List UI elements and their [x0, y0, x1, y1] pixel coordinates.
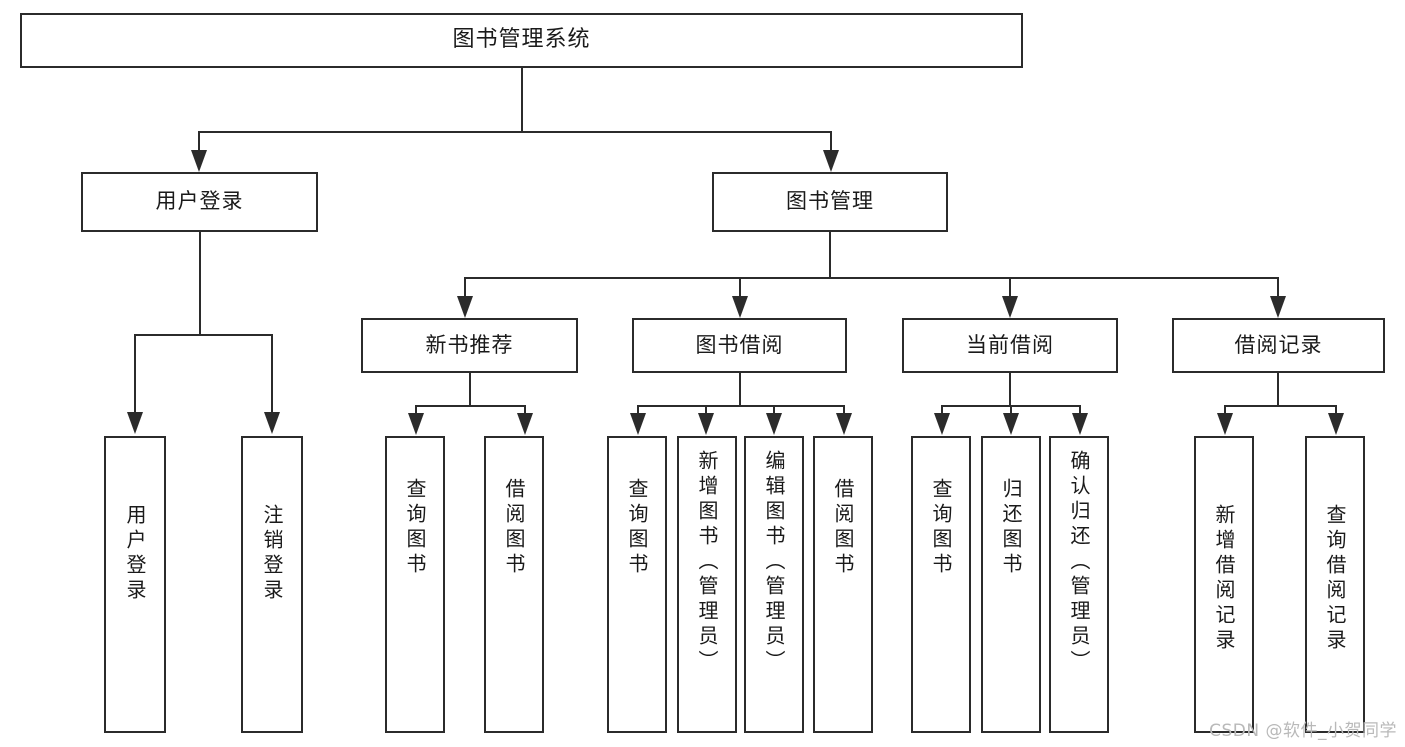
connector-root-bar [198, 131, 832, 133]
leaf-label: 注销登录 [260, 504, 284, 604]
connector-book-management-bar [464, 277, 1278, 279]
arrow-br-to-leaf-1 [1217, 413, 1233, 435]
arrow-bm-to-book-borrow [732, 296, 748, 318]
leaf-label: 借阅图书 [831, 478, 855, 578]
arrow-cb-to-leaf-3 [1072, 413, 1088, 435]
connector-cb-to-leaf-1 [941, 405, 943, 417]
arrow-bb-to-leaf-3 [766, 413, 782, 435]
arrow-bb-to-leaf-2 [698, 413, 714, 435]
node-borrow-record[interactable]: 借阅记录 [1172, 318, 1385, 373]
connector-bm-to-new-book [464, 277, 466, 299]
connector-root-to-book-management [830, 131, 832, 153]
leaf-borrow-record-1[interactable]: 新增借阅记录 [1194, 436, 1254, 733]
connector-root-to-user-login [198, 131, 200, 153]
leaf-user-login-1[interactable]: 用户登录 [104, 436, 166, 733]
connector-book-borrow-bar [637, 405, 845, 407]
connector-bm-to-current-borrow [1009, 277, 1011, 299]
node-book-management[interactable]: 图书管理 [712, 172, 948, 232]
connector-new-book-bar [415, 405, 526, 407]
leaf-current-borrow-3[interactable]: 确认归还（管理员） [1049, 436, 1109, 733]
connector-book-management-stem [829, 232, 831, 278]
arrow-bb-to-leaf-4 [836, 413, 852, 435]
leaf-label: 用户登录 [123, 504, 147, 604]
connector-current-borrow-stem [1009, 373, 1011, 406]
node-current-borrow[interactable]: 当前借阅 [902, 318, 1118, 373]
arrow-bm-to-current-borrow [1002, 296, 1018, 318]
connector-borrow-record-stem [1277, 373, 1279, 406]
leaf-book-borrow-2[interactable]: 新增图书（管理员） [677, 436, 737, 733]
leaf-label: 借阅图书 [502, 478, 526, 578]
connector-bb-to-leaf-2 [705, 405, 707, 417]
leaf-new-book-2[interactable]: 借阅图书 [484, 436, 544, 733]
connector-cb-to-leaf-2 [1010, 405, 1012, 417]
leaf-label: 归还图书 [999, 478, 1023, 578]
connector-br-to-leaf-1 [1224, 405, 1226, 417]
node-label: 图书借阅 [695, 332, 784, 357]
node-root-book-management-system[interactable]: 图书管理系统 [20, 13, 1023, 68]
arrow-bm-to-new-book [457, 296, 473, 318]
node-user-login[interactable]: 用户登录 [81, 172, 318, 232]
arrow-bm-to-borrow-record [1270, 296, 1286, 318]
leaf-label: 查询图书 [403, 478, 427, 578]
leaf-book-borrow-1[interactable]: 查询图书 [607, 436, 667, 733]
leaf-label: 新增图书（管理员） [695, 450, 719, 675]
connector-user-login-bar [134, 334, 273, 336]
arrow-root-to-book-management [823, 150, 839, 172]
arrow-user-login-to-leaf-1 [127, 412, 143, 434]
arrow-bb-to-leaf-1 [630, 413, 646, 435]
leaf-label: 确认归还（管理员） [1067, 450, 1091, 675]
node-label: 图书管理 [786, 189, 874, 214]
leaf-current-borrow-2[interactable]: 归还图书 [981, 436, 1041, 733]
connector-user-login-to-leaf-2 [271, 334, 273, 414]
node-label: 当前借阅 [966, 332, 1054, 357]
connector-bm-to-borrow-record [1277, 277, 1279, 299]
arrow-cb-to-leaf-1 [934, 413, 950, 435]
leaf-book-borrow-4[interactable]: 借阅图书 [813, 436, 873, 733]
leaf-label: 新增借阅记录 [1212, 504, 1236, 654]
connector-user-login-stem [199, 232, 201, 335]
arrow-user-login-to-leaf-2 [264, 412, 280, 434]
node-label: 新书推荐 [425, 332, 514, 357]
connector-root-stem [521, 68, 523, 132]
node-label: 图书管理系统 [452, 27, 591, 53]
connector-bb-to-leaf-3 [773, 405, 775, 417]
connector-borrow-record-bar [1224, 405, 1337, 407]
connector-bm-to-book-borrow [739, 277, 741, 299]
connector-new-book-stem [469, 373, 471, 406]
connector-new-book-to-leaf-2 [524, 405, 526, 417]
leaf-user-login-2[interactable]: 注销登录 [241, 436, 303, 733]
arrow-br-to-leaf-2 [1328, 413, 1344, 435]
connector-cb-to-leaf-3 [1079, 405, 1081, 417]
leaf-label: 查询图书 [929, 478, 953, 578]
connector-bb-to-leaf-1 [637, 405, 639, 417]
node-label: 借阅记录 [1234, 332, 1323, 357]
connector-user-login-to-leaf-1 [134, 334, 136, 414]
arrow-new-book-to-leaf-1 [408, 413, 424, 435]
connector-new-book-to-leaf-1 [415, 405, 417, 417]
leaf-new-book-1[interactable]: 查询图书 [385, 436, 445, 733]
arrow-root-to-user-login [191, 150, 207, 172]
leaf-label: 查询图书 [625, 478, 649, 578]
node-new-book-recommend[interactable]: 新书推荐 [361, 318, 578, 373]
arrow-new-book-to-leaf-2 [517, 413, 533, 435]
leaf-current-borrow-1[interactable]: 查询图书 [911, 436, 971, 733]
connector-book-borrow-stem [739, 373, 741, 406]
node-label: 用户登录 [155, 189, 244, 214]
leaf-label: 编辑图书（管理员） [762, 450, 786, 675]
connector-bb-to-leaf-4 [843, 405, 845, 417]
leaf-book-borrow-3[interactable]: 编辑图书（管理员） [744, 436, 804, 733]
leaf-label: 查询借阅记录 [1323, 504, 1347, 654]
connector-br-to-leaf-2 [1335, 405, 1337, 417]
leaf-borrow-record-2[interactable]: 查询借阅记录 [1305, 436, 1365, 733]
node-book-borrow[interactable]: 图书借阅 [632, 318, 847, 373]
arrow-cb-to-leaf-2 [1003, 413, 1019, 435]
